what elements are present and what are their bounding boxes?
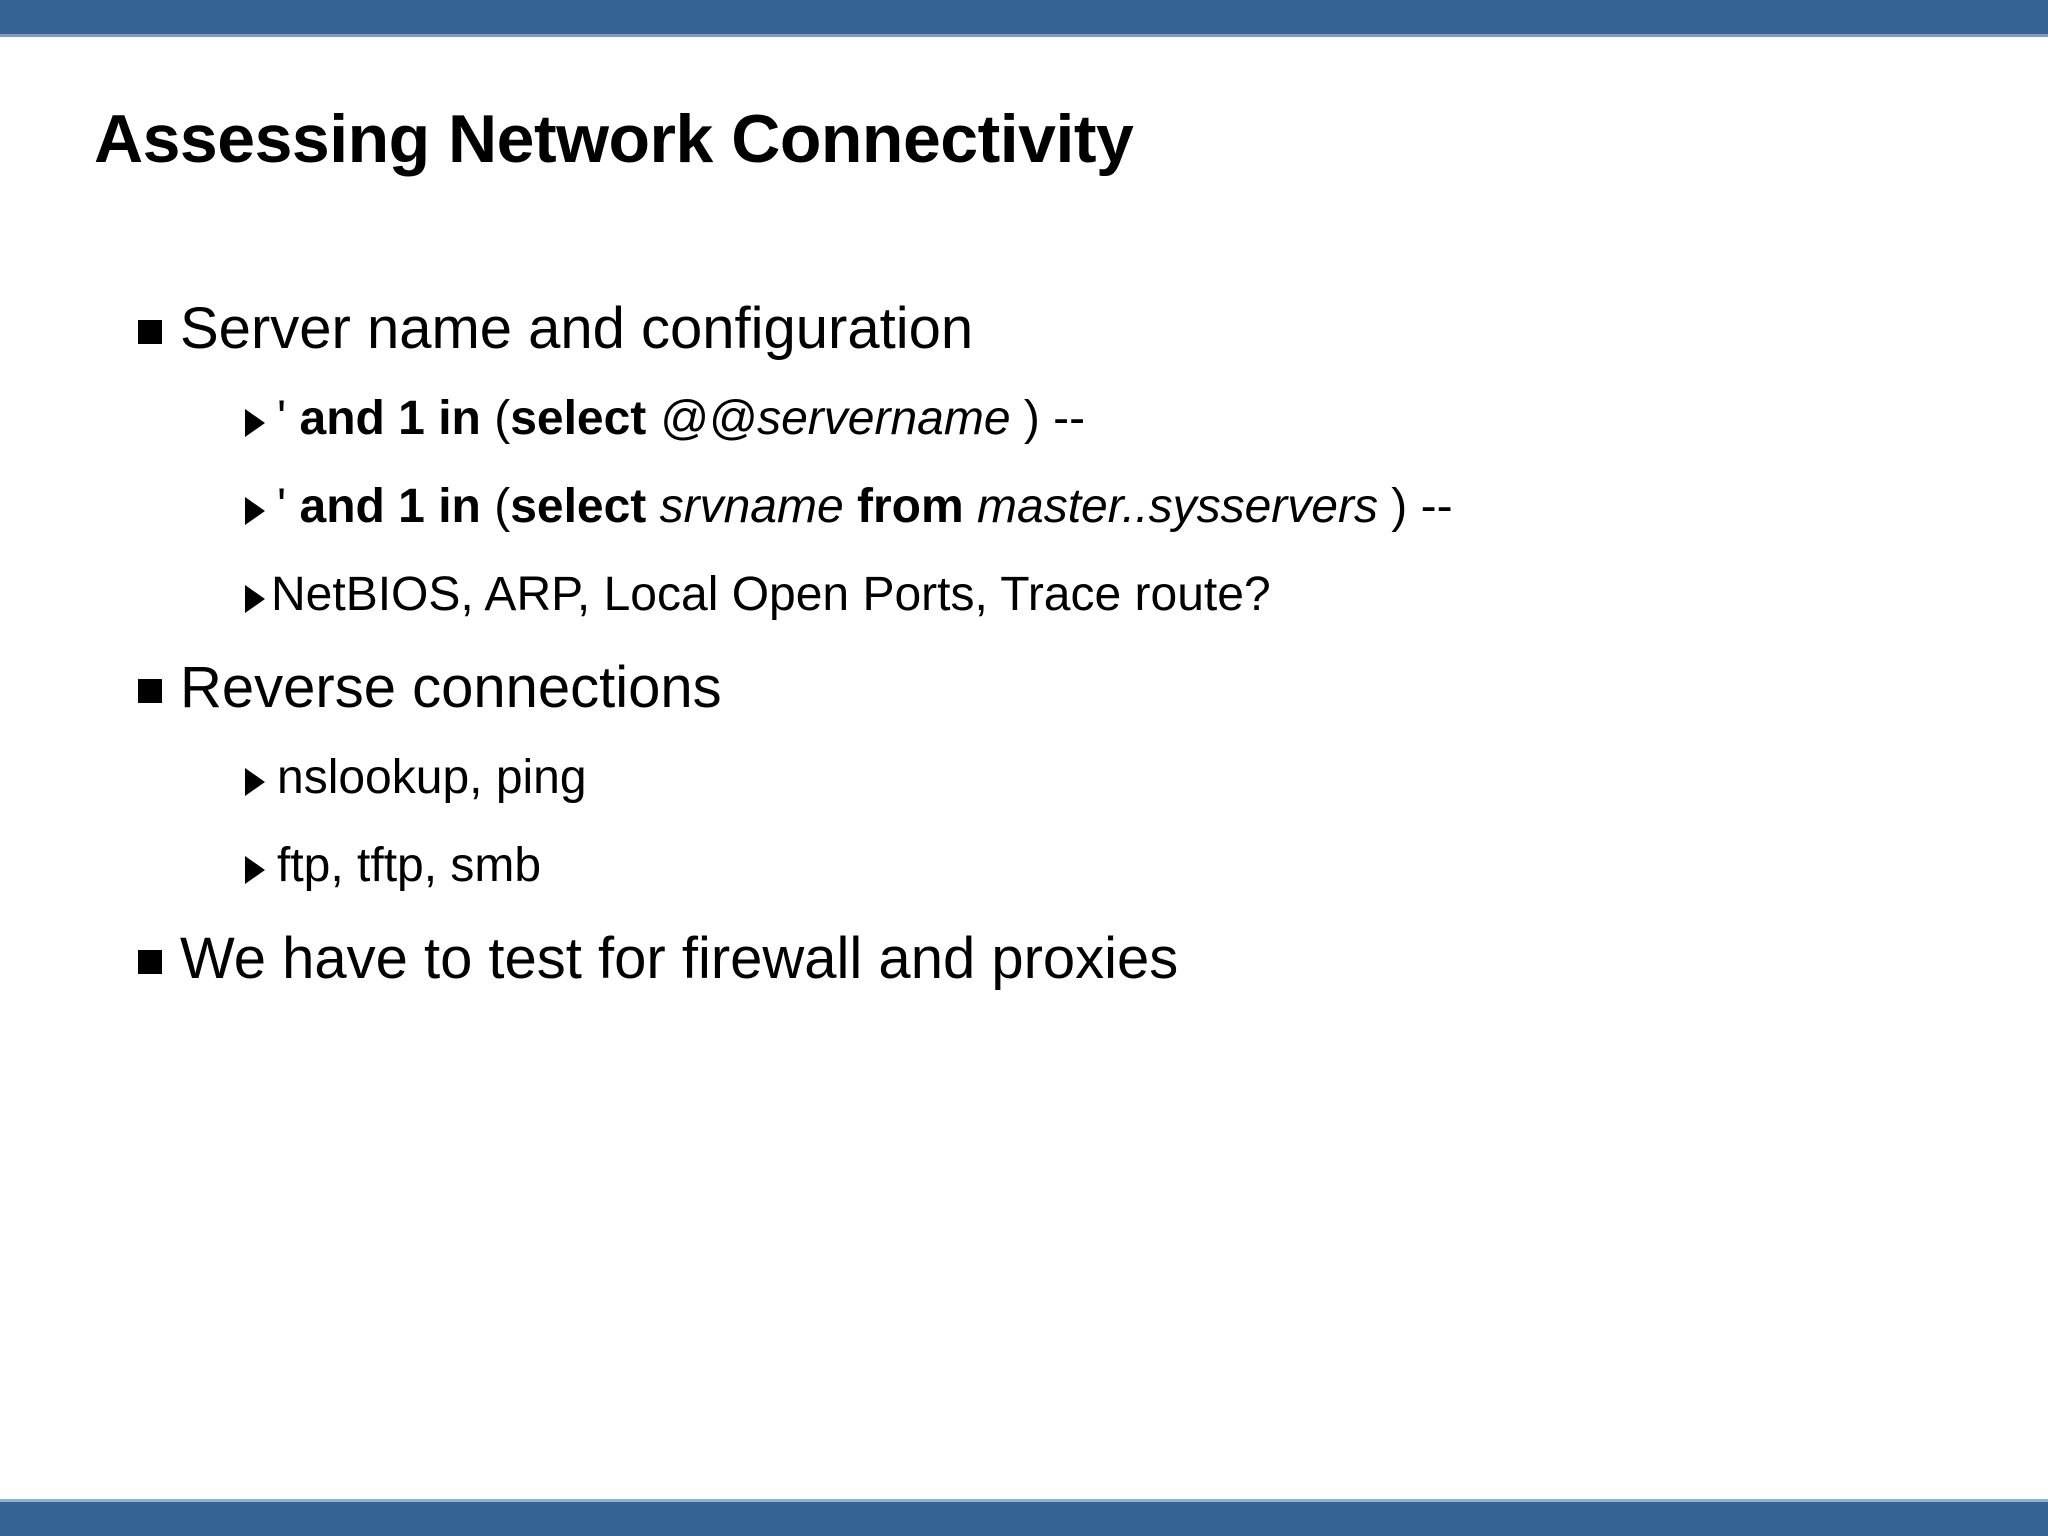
bullet-text: nslookup, ping bbox=[277, 754, 587, 802]
bullet-text-segment: srvname bbox=[659, 480, 858, 533]
bullet-text-segment: nslookup, ping bbox=[277, 751, 587, 804]
bullet-item-level1: Server name and configuration bbox=[0, 300, 2048, 395]
bullet-text: We have to test for firewall and proxies bbox=[180, 926, 1179, 991]
bullet-text: NetBIOS, ARP, Local Open Ports, Trace ro… bbox=[271, 571, 1271, 619]
bullet-item-level1: Reverse connections bbox=[0, 659, 2048, 754]
top-accent-bar bbox=[0, 0, 2048, 34]
bullet-text-segment: ftp, tftp, smb bbox=[277, 839, 542, 892]
bullet-text-segment: and 1 in bbox=[299, 392, 495, 445]
bullet-item-level2: NetBIOS, ARP, Local Open Ports, Trace ro… bbox=[0, 571, 2048, 659]
bullet-text: ' and 1 in (select srvname from master..… bbox=[277, 483, 1453, 531]
bullet-text: ' and 1 in (select @@servername ) -- bbox=[277, 395, 1085, 443]
bullet-text: Server name and configuration bbox=[180, 296, 974, 361]
triangle-bullet-icon bbox=[245, 768, 265, 796]
bullet-text-segment: ( bbox=[494, 480, 511, 533]
slide-footer: OWASP bbox=[0, 1404, 2048, 1500]
bullet-text-segment: ) -- bbox=[1023, 392, 1086, 445]
bottom-accent-hairline bbox=[0, 1499, 2048, 1502]
square-bullet-icon bbox=[138, 320, 162, 344]
bullet-text-segment: @@servername bbox=[659, 392, 1024, 445]
bullet-text-segment: and 1 in bbox=[299, 480, 495, 533]
bullet-text-segment: ( bbox=[494, 392, 511, 445]
bottom-accent-bar bbox=[0, 1502, 2048, 1536]
bullet-text-segment: NetBIOS, ARP, Local Open Ports, Trace ro… bbox=[271, 568, 1271, 621]
bullet-item-level1: We have to test for firewall and proxies bbox=[0, 930, 2048, 1025]
bullet-list: Server name and configuration' and 1 in … bbox=[0, 300, 2048, 1025]
bullet-item-level2: ' and 1 in (select @@servername ) -- bbox=[0, 395, 2048, 483]
bullet-item-level2: ftp, tftp, smb bbox=[0, 842, 2048, 930]
top-accent-hairline bbox=[0, 34, 2048, 37]
bullet-text: Reverse connections bbox=[180, 655, 722, 720]
bullet-text-segment: select bbox=[510, 480, 660, 533]
bullet-text-segment: ' bbox=[277, 480, 300, 533]
page-title: Assessing Network Connectivity bbox=[94, 101, 1134, 177]
bullet-text-segment: master..sysservers bbox=[977, 480, 1392, 533]
triangle-bullet-icon bbox=[245, 585, 265, 613]
bullet-text-segment: ) -- bbox=[1391, 480, 1453, 533]
triangle-bullet-icon bbox=[245, 497, 265, 525]
bullet-text: ftp, tftp, smb bbox=[277, 842, 541, 890]
bullet-text-segment: ' bbox=[277, 392, 300, 445]
bullet-text-segment: select bbox=[510, 392, 660, 445]
square-bullet-icon bbox=[138, 679, 162, 703]
bullet-item-level2: nslookup, ping bbox=[0, 754, 2048, 842]
triangle-bullet-icon bbox=[245, 409, 265, 437]
triangle-bullet-icon bbox=[245, 856, 265, 884]
bullet-item-level2: ' and 1 in (select srvname from master..… bbox=[0, 483, 2048, 571]
square-bullet-icon bbox=[138, 950, 162, 974]
bullet-text-segment: from bbox=[857, 480, 978, 533]
